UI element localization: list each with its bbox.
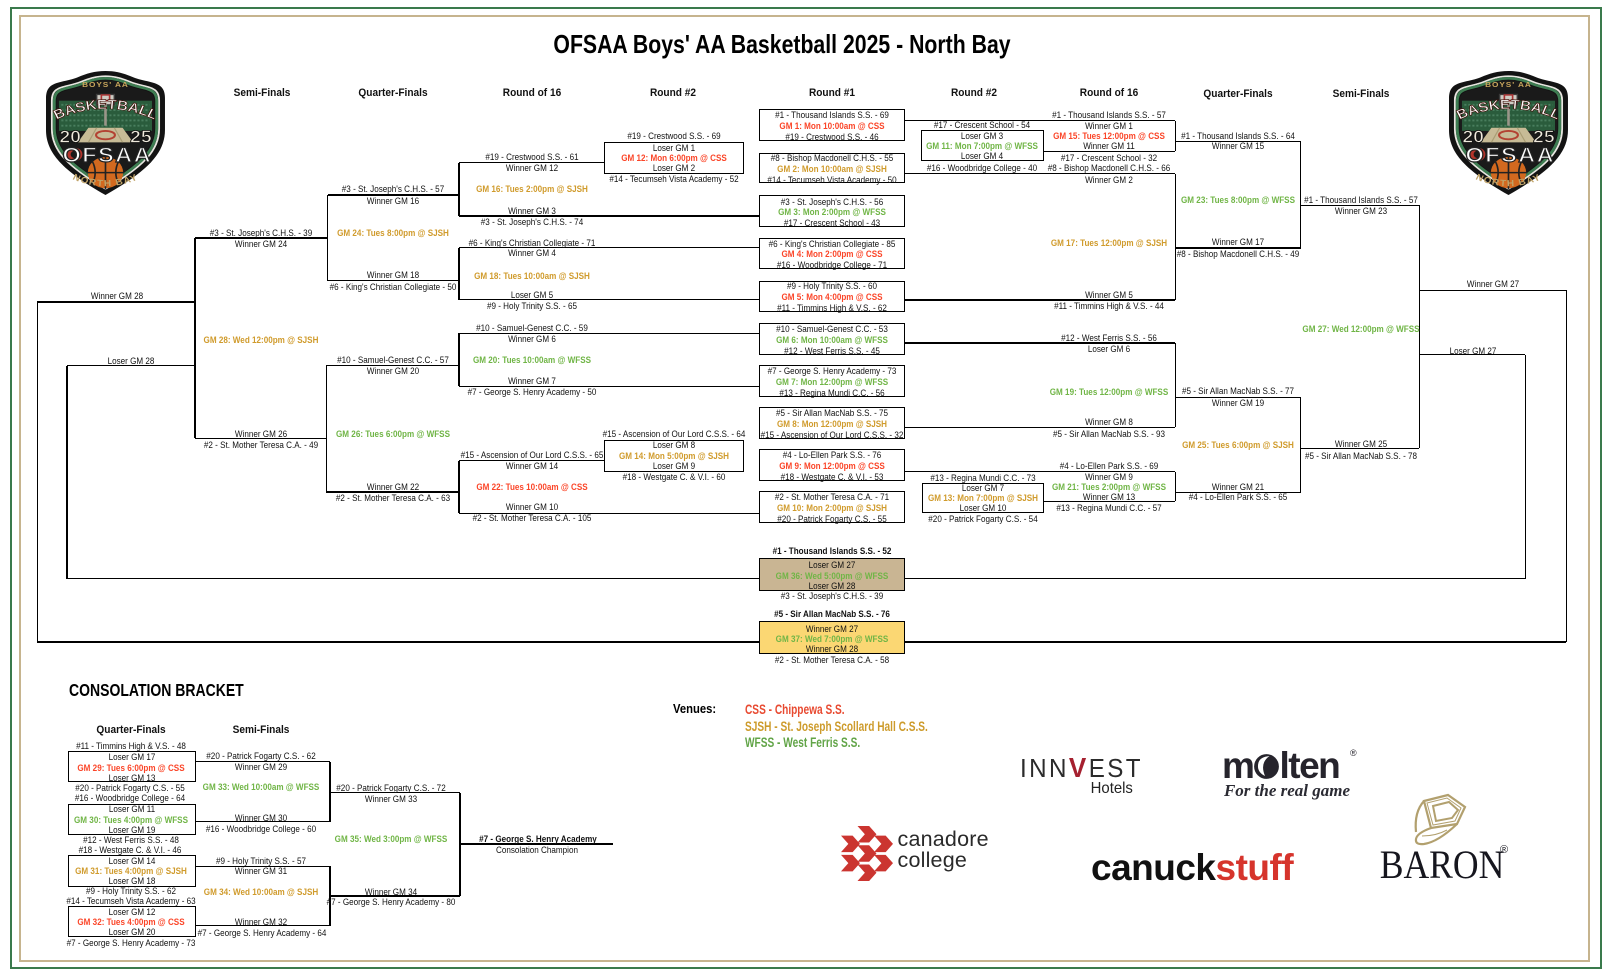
svg-text:®: ® xyxy=(1500,844,1508,856)
svg-text:BOYS' AA: BOYS' AA xyxy=(82,81,129,89)
svg-text:BARON: BARON xyxy=(1380,843,1505,885)
svg-text:OFSAA: OFSAA xyxy=(1466,143,1556,166)
svg-text:20: 20 xyxy=(59,126,81,146)
svg-text:For the real game: For the real game xyxy=(1223,781,1351,800)
svg-text:m: m xyxy=(1222,745,1253,786)
svg-text:25: 25 xyxy=(1533,126,1555,146)
svg-text:25: 25 xyxy=(130,126,152,146)
svg-text:BOYS' AA: BOYS' AA xyxy=(1485,81,1532,89)
svg-text:lten: lten xyxy=(1280,745,1340,786)
svg-text:OFSAA: OFSAA xyxy=(63,143,153,166)
svg-text:®: ® xyxy=(1350,748,1357,758)
svg-text:20: 20 xyxy=(1462,126,1484,146)
